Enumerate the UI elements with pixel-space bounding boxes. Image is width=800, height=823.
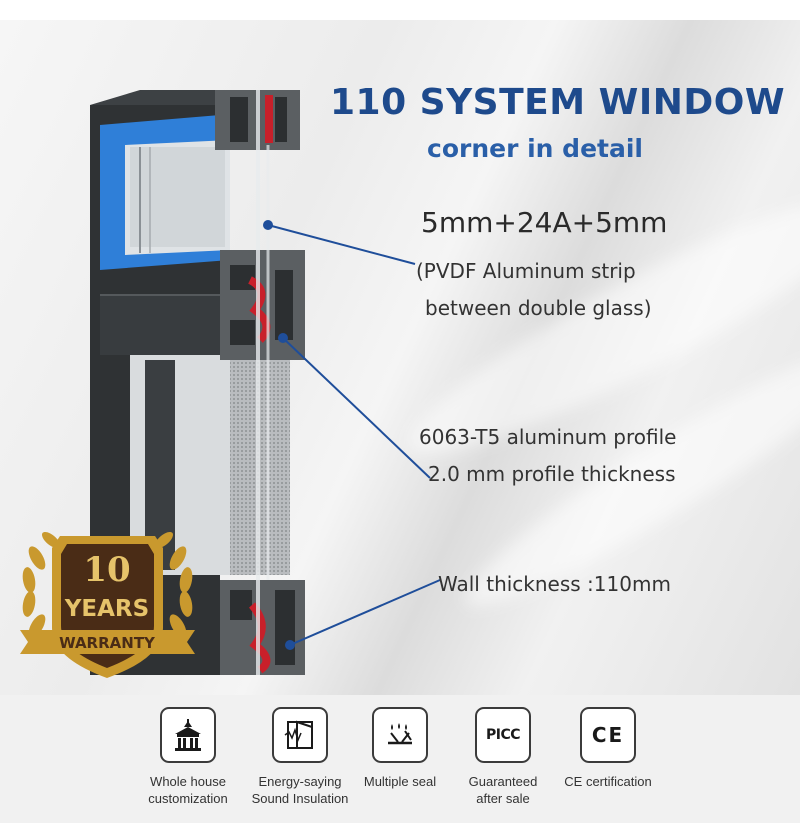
page-title: 110 SYSTEM WINDOW bbox=[330, 82, 786, 123]
water-seal-icon bbox=[388, 723, 412, 745]
spec-profile-line2: 2.0 mm profile thickness bbox=[428, 462, 676, 486]
feature-ce-certification: CE CE certification bbox=[548, 707, 668, 790]
feature-whole-house: Whole house customization bbox=[128, 707, 248, 807]
feature-sound-insulation: Energy-saying Sound Insulation bbox=[240, 707, 360, 807]
window-section-drawing bbox=[90, 90, 305, 675]
profile-section-bottom bbox=[220, 580, 305, 675]
spec-strip-line1: (PVDF Aluminum strip bbox=[416, 259, 636, 283]
badge-ribbon bbox=[20, 630, 195, 654]
sash-panel bbox=[100, 295, 220, 355]
feature-label: Guaranteed after sale bbox=[468, 774, 538, 806]
spec-profile-line1: 6063-T5 aluminum profile bbox=[419, 425, 677, 449]
spec-glass: 5mm+24A+5mm bbox=[421, 206, 668, 239]
window-sound-icon bbox=[284, 720, 313, 749]
feature-label: Multiple seal bbox=[363, 774, 437, 789]
feature-guaranteed: PICC Guaranteed after sale bbox=[443, 707, 563, 807]
house-icon bbox=[175, 719, 201, 751]
picc-icon: PICC bbox=[475, 707, 531, 763]
badge-number: 10 bbox=[83, 550, 130, 590]
spec-strip-line2: between double glass) bbox=[425, 296, 652, 320]
feature-icon-box bbox=[372, 707, 428, 763]
spec-wall: Wall thickness :110mm bbox=[438, 572, 671, 596]
feature-label: Energy-saying Sound Insulation bbox=[251, 774, 349, 806]
feature-label: CE certification bbox=[564, 774, 652, 789]
feature-icon-box bbox=[272, 707, 328, 763]
features-bar: Whole house customization Energy-saying … bbox=[0, 695, 800, 823]
warranty-badge: 10 YEARS WARRANTY bbox=[20, 531, 195, 678]
feature-multiple-seal: Multiple seal bbox=[340, 707, 460, 790]
page-subtitle: corner in detail bbox=[427, 134, 643, 163]
badge-years: YEARS bbox=[64, 596, 149, 622]
top-band bbox=[0, 0, 800, 20]
profile-section-middle bbox=[220, 250, 305, 360]
ce-icon: CE bbox=[580, 707, 636, 763]
feature-icon-box bbox=[160, 707, 216, 763]
feature-label: Whole house customization bbox=[148, 774, 228, 806]
badge-warranty: WARRANTY bbox=[59, 634, 156, 652]
